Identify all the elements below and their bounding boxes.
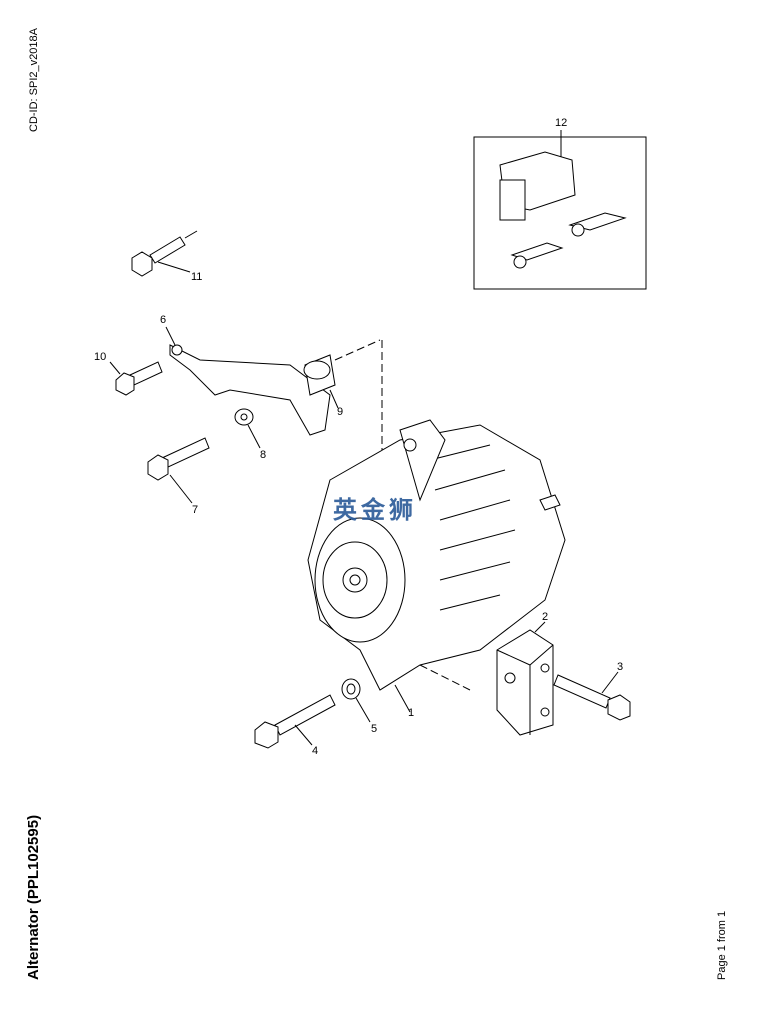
spacer-9 <box>303 339 383 450</box>
bolt-3 <box>553 671 631 721</box>
washer-5 <box>341 678 371 723</box>
callout-3: 3 <box>617 661 623 673</box>
callout-4: 4 <box>312 745 318 757</box>
callout-9: 9 <box>337 406 343 418</box>
bolt-7 <box>147 437 210 504</box>
callout-1: 1 <box>408 707 414 719</box>
callout-5: 5 <box>371 723 377 735</box>
callout-11: 11 <box>191 271 202 283</box>
bracket-block-2 <box>496 621 554 736</box>
callout-12: 12 <box>555 117 567 129</box>
bolt-4 <box>254 694 336 749</box>
bolt-10 <box>109 361 163 396</box>
watermark-logo: 英金狮 <box>333 496 417 524</box>
callout-2: 2 <box>542 611 548 623</box>
callout-7: 7 <box>192 504 198 516</box>
bolt-11 <box>131 230 198 277</box>
bracket-6 <box>165 326 331 436</box>
alternator-1 <box>307 419 566 713</box>
washer-8 <box>234 408 261 449</box>
connector-kit-inset <box>473 130 647 290</box>
callout-8: 8 <box>260 449 266 461</box>
callout-10: 10 <box>94 351 106 363</box>
callout-6: 6 <box>160 314 166 326</box>
